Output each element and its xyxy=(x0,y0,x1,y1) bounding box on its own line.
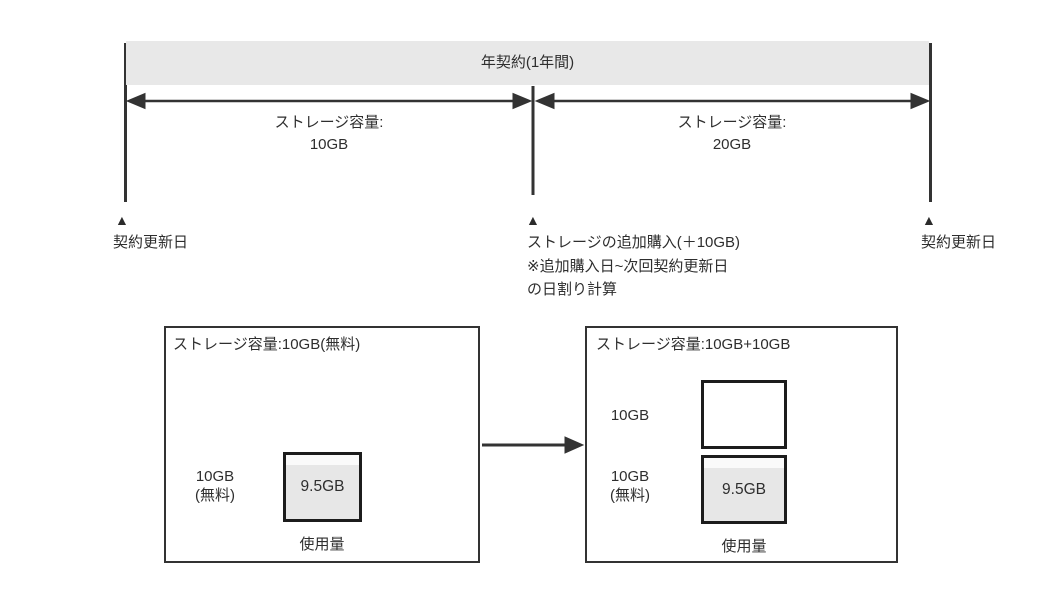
segment-label-20gb-line2: 20GB xyxy=(712,136,752,153)
span-arrow-10gb-head-left xyxy=(125,92,146,110)
before-usage-value: 9.5GB xyxy=(300,478,345,495)
annual-contract-bar xyxy=(126,41,929,85)
after-usage-box: 9.5GB xyxy=(701,455,787,524)
after-usage-value: 9.5GB xyxy=(722,480,766,498)
after-free-capacity-line1: 10GB xyxy=(610,468,650,485)
span-arrow-20gb-head-right xyxy=(910,92,931,110)
span-arrow-10gb-head-right xyxy=(512,92,533,110)
after-free-capacity-line2: (無料) xyxy=(610,487,650,504)
before-usage-box: 9.5GB xyxy=(283,452,362,522)
before-usage-caption: 使用量 xyxy=(299,536,345,553)
after-added-storage-box xyxy=(701,380,787,449)
storage-panel-before xyxy=(164,326,480,563)
storage-panel-before-title: ストレージ容量:10GB(無料) xyxy=(173,336,361,353)
span-arrow-20gb-head-left xyxy=(534,92,555,110)
before-free-capacity-line2: (無料) xyxy=(195,487,235,504)
after-added-capacity-label: 10GB xyxy=(610,407,650,424)
marker-label-renewal-right: 契約更新日 xyxy=(921,234,997,251)
marker-triangle-renewal-right: ▲ xyxy=(922,212,936,228)
before-free-capacity-line1: 10GB xyxy=(195,468,235,485)
segment-label-10gb-line2: 10GB xyxy=(309,136,349,153)
marker-label-purchase-line2: ※追加購入日~次回契約更新日 xyxy=(527,257,729,275)
marker-triangle-purchase: ▲ xyxy=(526,212,540,228)
marker-label-purchase-line3: の日割り計算 xyxy=(527,281,618,298)
segment-label-10gb: ストレージ容量: 10GB xyxy=(125,112,533,156)
after-usage-caption: 使用量 xyxy=(721,538,767,555)
transition-arrow-head xyxy=(564,436,585,454)
marker-triangle-renewal-left: ▲ xyxy=(115,212,129,228)
storage-panel-after-title: ストレージ容量:10GB+10GB xyxy=(596,336,791,353)
after-free-capacity-label: 10GB (無料) xyxy=(596,467,664,505)
marker-label-renewal-left: 契約更新日 xyxy=(113,234,189,251)
before-free-capacity-label: 10GB (無料) xyxy=(181,467,249,505)
segment-label-10gb-line1: ストレージ容量: xyxy=(274,114,384,131)
marker-label-purchase-line1: ストレージの追加購入(＋10GB) xyxy=(527,234,741,251)
annual-contract-label: 年契約(1年間) xyxy=(480,54,575,71)
marker-label-purchase: ストレージの追加購入(＋10GB) ※追加購入日~次回契約更新日 の日割り計算 xyxy=(527,231,740,302)
segment-label-20gb: ストレージ容量: 20GB xyxy=(533,112,931,156)
segment-label-20gb-line1: ストレージ容量: xyxy=(677,114,787,131)
